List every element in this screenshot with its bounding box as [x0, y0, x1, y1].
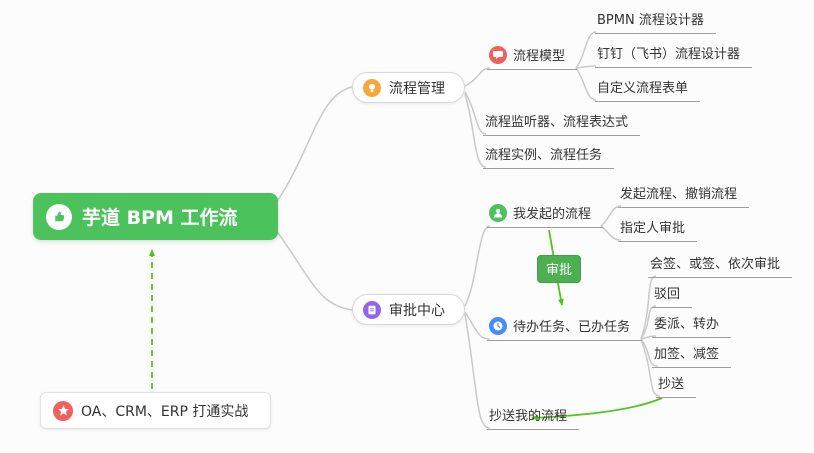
leaf-countersign[interactable]: 会签、或签、依次审批 [648, 253, 793, 278]
leaf-label: 驳回 [654, 287, 681, 302]
leaf-bpmn-designer[interactable]: BPMN 流程设计器 [595, 9, 716, 34]
approval-arrow-badge[interactable]: 审批 [537, 255, 582, 283]
leaf-initiate-cancel[interactable]: 发起流程、撤销流程 [618, 183, 750, 208]
leaf-label: 钉钉（飞书）流程设计器 [597, 47, 741, 62]
leaf-label: 抄送我的流程 [489, 409, 568, 424]
user-icon [489, 203, 507, 222]
clock-icon [489, 316, 507, 335]
clipboard-icon [363, 300, 381, 319]
leaf-add-remove-sign[interactable]: 加签、减签 [652, 343, 732, 368]
note-oa-crm-erp[interactable]: OA、CRM、ERP 打通实战 [40, 392, 271, 429]
node-todo-done-tasks[interactable]: 待办任务、已办任务 [487, 316, 643, 341]
chat-icon [489, 45, 507, 64]
leaf-custom-form[interactable]: 自定义流程表单 [595, 77, 701, 102]
leaf-delegate-transfer[interactable]: 委派、转办 [652, 313, 732, 338]
thumbs-up-icon [46, 203, 72, 230]
leaf-process-instance[interactable]: 流程实例、流程任务 [483, 144, 615, 169]
node-label: 我发起的流程 [513, 207, 592, 222]
branch-label: 审批中心 [389, 302, 445, 319]
lightbulb-icon [363, 78, 381, 97]
leaf-label: BPMN 流程设计器 [597, 13, 704, 28]
node-label: 流程模型 [513, 49, 566, 64]
root-label: 芋道 BPM 工作流 [82, 207, 238, 229]
root-node[interactable]: 芋道 BPM 工作流 [33, 193, 278, 240]
leaf-cc[interactable]: 抄送 [656, 373, 697, 398]
leaf-label: 抄送 [658, 377, 685, 392]
leaf-label: 会签、或签、依次审批 [650, 257, 781, 272]
branch-label: 流程管理 [389, 80, 445, 97]
leaf-label: 自定义流程表单 [597, 81, 689, 96]
branch-approval-center[interactable]: 审批中心 [352, 294, 465, 325]
leaf-label: 发起流程、撤销流程 [620, 187, 738, 202]
node-label: 待办任务、已办任务 [513, 320, 631, 335]
node-my-initiated[interactable]: 我发起的流程 [487, 203, 604, 228]
leaf-label: 流程监听器、流程表达式 [485, 115, 629, 130]
leaf-label: 加签、减签 [654, 347, 720, 362]
leaf-label: 指定人审批 [620, 221, 686, 236]
cc-flow-arrow [531, 397, 663, 421]
badge-label: 审批 [546, 263, 573, 278]
note-label: OA、CRM、ERP 打通实战 [81, 403, 249, 420]
branch-process-management[interactable]: 流程管理 [352, 72, 465, 103]
leaf-label: 流程实例、流程任务 [485, 148, 603, 163]
leaf-reject[interactable]: 驳回 [652, 283, 693, 308]
node-process-model[interactable]: 流程模型 [487, 45, 578, 70]
leaf-cc-my-process[interactable]: 抄送我的流程 [487, 405, 580, 430]
leaf-label: 委派、转办 [654, 317, 720, 332]
leaf-process-listener[interactable]: 流程监听器、流程表达式 [483, 111, 641, 136]
leaf-assignee-approval[interactable]: 指定人审批 [618, 217, 698, 242]
star-icon [53, 400, 73, 421]
branch-curves [275, 31, 661, 429]
leaf-dingtalk-designer[interactable]: 钉钉（飞书）流程设计器 [595, 43, 753, 68]
